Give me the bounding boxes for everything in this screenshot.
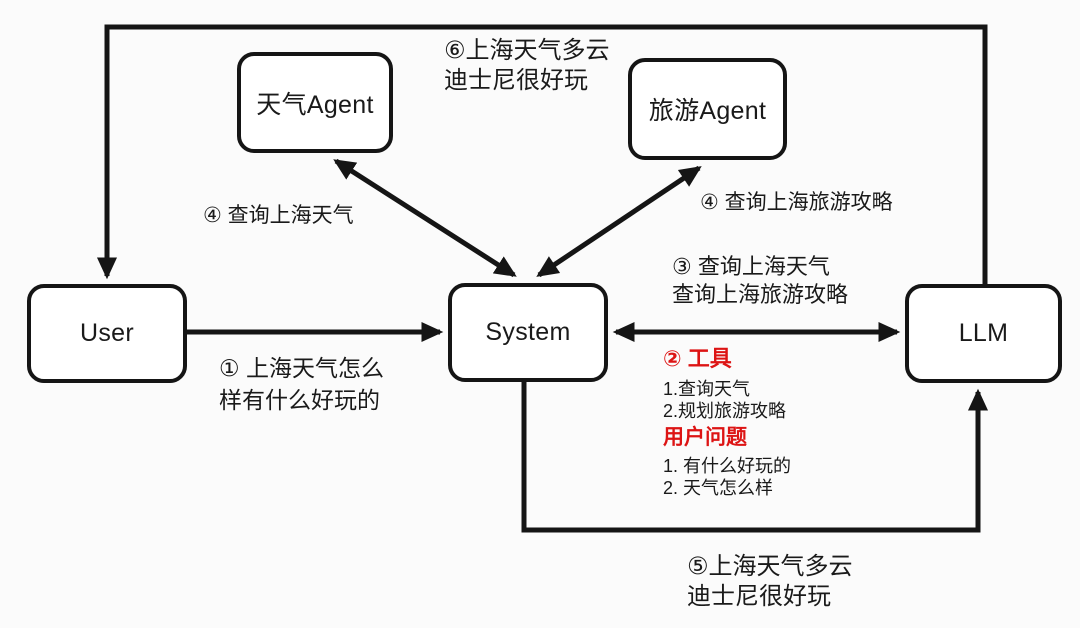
step1-label: ① 上海天气怎么 样有什么好玩的: [219, 352, 384, 416]
arrow-system-travel-agent-bidirectional: [536, 165, 702, 278]
step4-travel-label: ④ 查询上海旅游攻略: [700, 191, 893, 214]
step2-tools-note: ② 工具 1.查询天气 2.规划旅游攻略 用户问题 1. 有什么好玩的 2. 天…: [663, 347, 791, 499]
step6-line1: ⑥上海天气多云: [444, 37, 610, 64]
step2-tool-1: 1.查询天气: [663, 379, 751, 399]
weather-agent-node: 天气Agent: [237, 52, 393, 153]
step2-question-2: 2. 天气怎么样: [663, 477, 774, 498]
step3-line1: ③ 查询上海天气: [672, 254, 830, 279]
step3-line2: 查询上海旅游攻略: [672, 282, 849, 307]
step1-line1: ① 上海天气怎么: [219, 355, 385, 381]
step5-label: ⑤上海天气多云 迪士尼很好玩: [687, 552, 853, 612]
step6-line2: 迪士尼很好玩: [444, 67, 588, 94]
arrow-system-to-llm-feedback: [521, 382, 989, 533]
step4-weather-label: ④ 查询上海天气: [203, 204, 354, 227]
step6-label: ⑥上海天气多云 迪士尼很好玩: [444, 36, 610, 96]
user-node: User: [27, 284, 187, 383]
arrow-llm-to-user: [96, 24, 988, 284]
arrow-system-weather-agent-bidirectional: [333, 158, 517, 278]
step2-user-questions-title: 用户问题: [663, 426, 747, 449]
travel-agent-node: 旅游Agent: [628, 58, 787, 160]
system-node: System: [448, 283, 608, 382]
llm-node: LLM: [905, 284, 1062, 383]
step2-tool-2: 2.规划旅游攻略: [663, 400, 787, 421]
step2-tools-title: ② 工具: [663, 346, 732, 371]
step2-question-1: 1. 有什么好玩的: [663, 456, 792, 476]
step5-line2: 迪士尼很好玩: [687, 583, 831, 610]
step5-line1: ⑤上海天气多云: [687, 553, 853, 580]
step1-line2: 样有什么好玩的: [219, 387, 380, 413]
step3-label: ③ 查询上海天气 查询上海旅游攻略: [672, 253, 848, 309]
